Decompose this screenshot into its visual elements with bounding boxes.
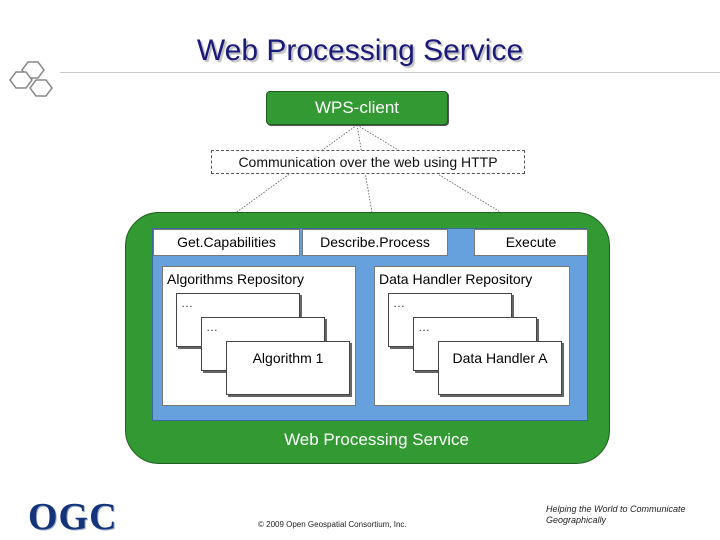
operation-getcapabilities: Get.Capabilities (153, 229, 300, 256)
algorithm-1-label: Algorithm 1 (252, 350, 324, 366)
page-title: Web Processing Service (196, 34, 524, 67)
operation-describeprocess: Describe.Process (302, 229, 448, 256)
hexagon-logo-icon (9, 61, 53, 97)
tagline-text: Helping the World to Communicate Geograp… (546, 504, 686, 525)
data-handler-repository-label: Data Handler Repository (379, 271, 533, 287)
title-divider (60, 72, 720, 73)
communication-label: Communication over the web using HTTP (211, 150, 525, 174)
wps-client-box: WPS-client (266, 91, 448, 125)
operation-execute: Execute (474, 229, 588, 256)
ellipsis: … (206, 320, 218, 334)
ellipsis: … (181, 296, 193, 310)
data-handler-card-front: Data Handler A (438, 341, 562, 395)
wps-service-label: Web Processing Service (284, 430, 469, 449)
algorithm-card-front: Algorithm 1 (226, 341, 350, 395)
copyright-text: © 2009 Open Geospatial Consortium, Inc. (258, 520, 407, 529)
ellipsis: … (418, 320, 430, 334)
data-handler-a-label: Data Handler A (452, 350, 548, 366)
ogc-logo: OGC (28, 496, 118, 538)
ellipsis: … (393, 296, 405, 310)
algorithms-repository-label: Algorithms Repository (167, 271, 304, 287)
